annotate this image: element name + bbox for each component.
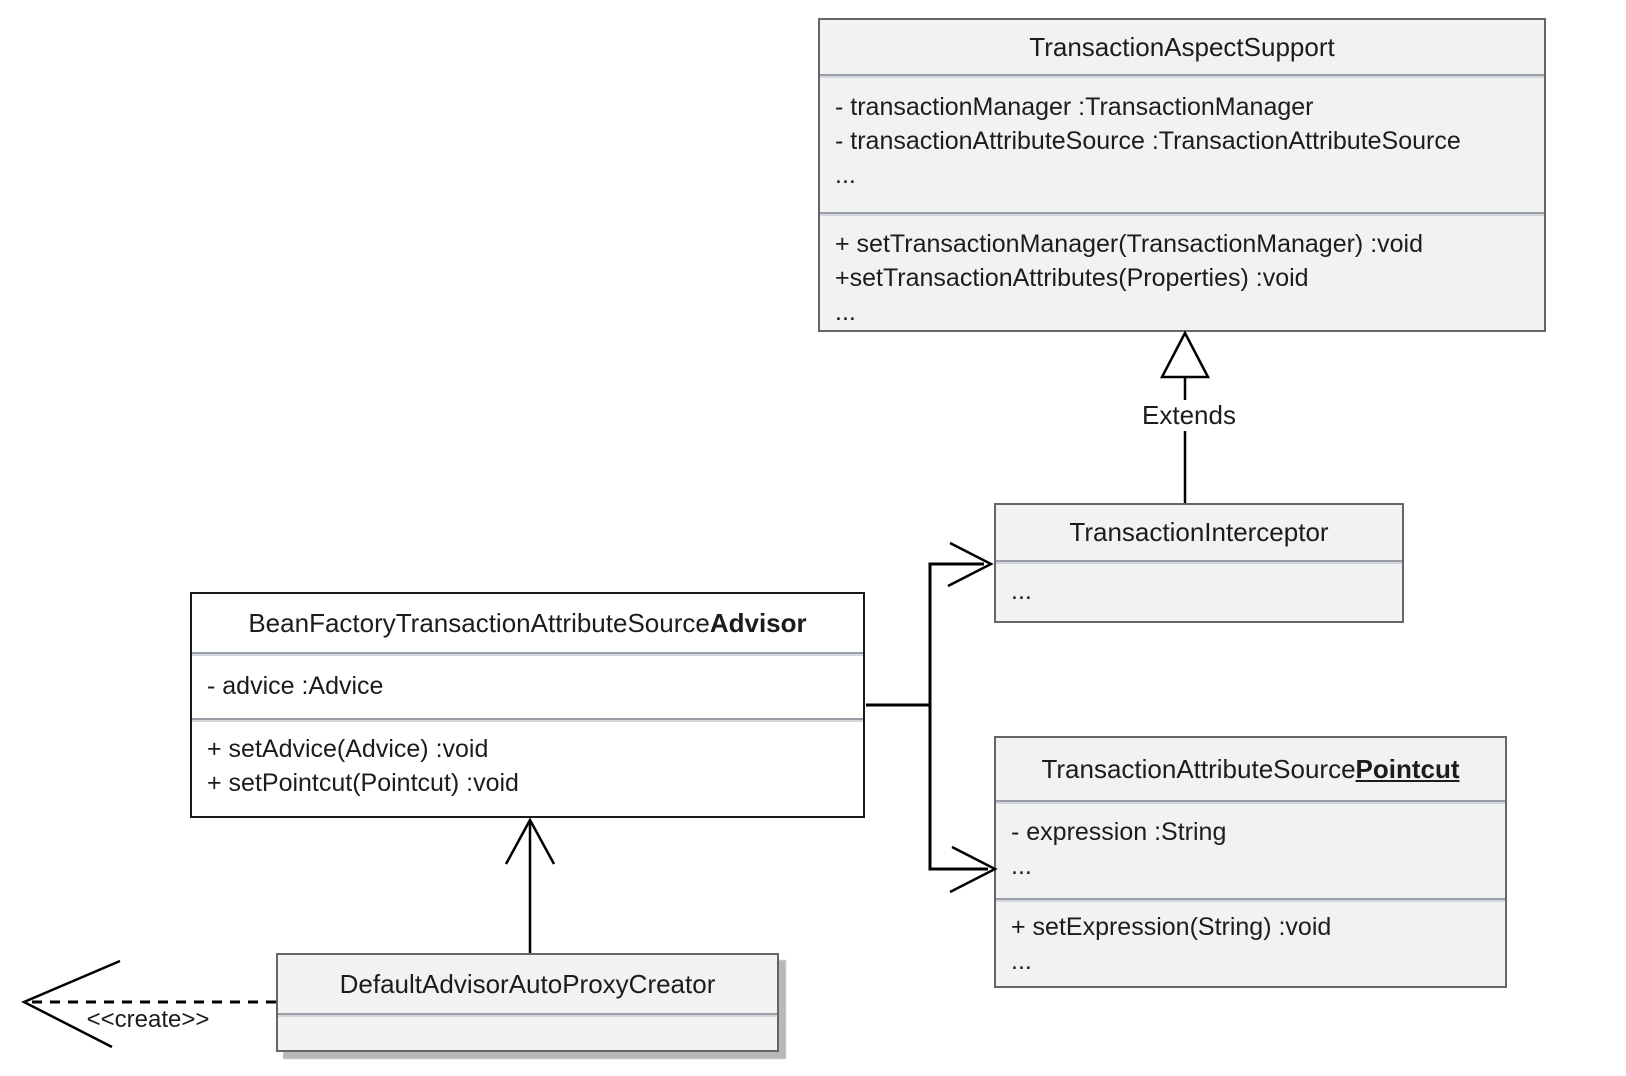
method-line: ... [1011, 947, 1032, 975]
body-section [278, 1013, 777, 1050]
class-title-regular: BeanFactoryTransactionAttributeSource [248, 607, 710, 638]
class-title-bold: Pointcut [1355, 753, 1460, 784]
advisor-to-pointcut-connector [928, 705, 998, 894]
extends-label: Extends [1124, 400, 1254, 431]
proxycreator-to-advisor-connector [504, 817, 556, 953]
method-line: + setExpression(String) :void [1011, 913, 1332, 941]
class-transaction-aspect-support: TransactionAspectSupport - transactionMa… [818, 18, 1546, 332]
method-line: + setAdvice(Advice) :void [207, 735, 489, 763]
method-line: +setTransactionAttributes(Properties) :v… [835, 264, 1309, 292]
methods-section: + setTransactionManager(TransactionManag… [820, 212, 1544, 330]
attribute-line: - transactionAttributeSource :Transactio… [835, 127, 1461, 155]
class-title: TransactionInterceptor [1069, 517, 1329, 547]
attribute-line: - expression :String [1011, 818, 1227, 846]
attributes-section: - expression :String ... [996, 800, 1505, 898]
attribute-line: - advice :Advice [207, 672, 384, 700]
class-title-regular: TransactionAttributeSource [1041, 753, 1356, 784]
method-line: + setTransactionManager(TransactionManag… [835, 230, 1424, 258]
class-title: TransactionAspectSupport [1029, 31, 1335, 62]
body-section: ... [996, 560, 1402, 621]
attributes-section: - transactionManager :TransactionManager… [820, 74, 1544, 212]
class-title-bold: Advisor [709, 607, 807, 638]
method-line: ... [835, 298, 856, 326]
methods-section: + setAdvice(Advice) :void + setPointcut(… [192, 718, 863, 816]
methods-section: + setExpression(String) :void ... [996, 898, 1505, 986]
body-line: ... [1011, 577, 1032, 605]
method-line: + setPointcut(Pointcut) :void [207, 769, 519, 797]
attributes-section: - advice :Advice [192, 652, 863, 718]
class-transaction-interceptor: TransactionInterceptor ... [994, 503, 1404, 623]
attribute-line: - transactionManager :TransactionManager [835, 93, 1314, 121]
attribute-line: ... [1011, 852, 1032, 880]
class-default-advisor-auto-proxy-creator: DefaultAdvisorAutoProxyCreator [276, 953, 779, 1052]
create-label: <<create>> [86, 1006, 210, 1033]
attribute-line: ... [835, 161, 856, 189]
advisor-to-interceptor-connector [866, 541, 994, 707]
create-dependency-connector [21, 959, 276, 1049]
class-title: DefaultAdvisorAutoProxyCreator [339, 968, 716, 999]
